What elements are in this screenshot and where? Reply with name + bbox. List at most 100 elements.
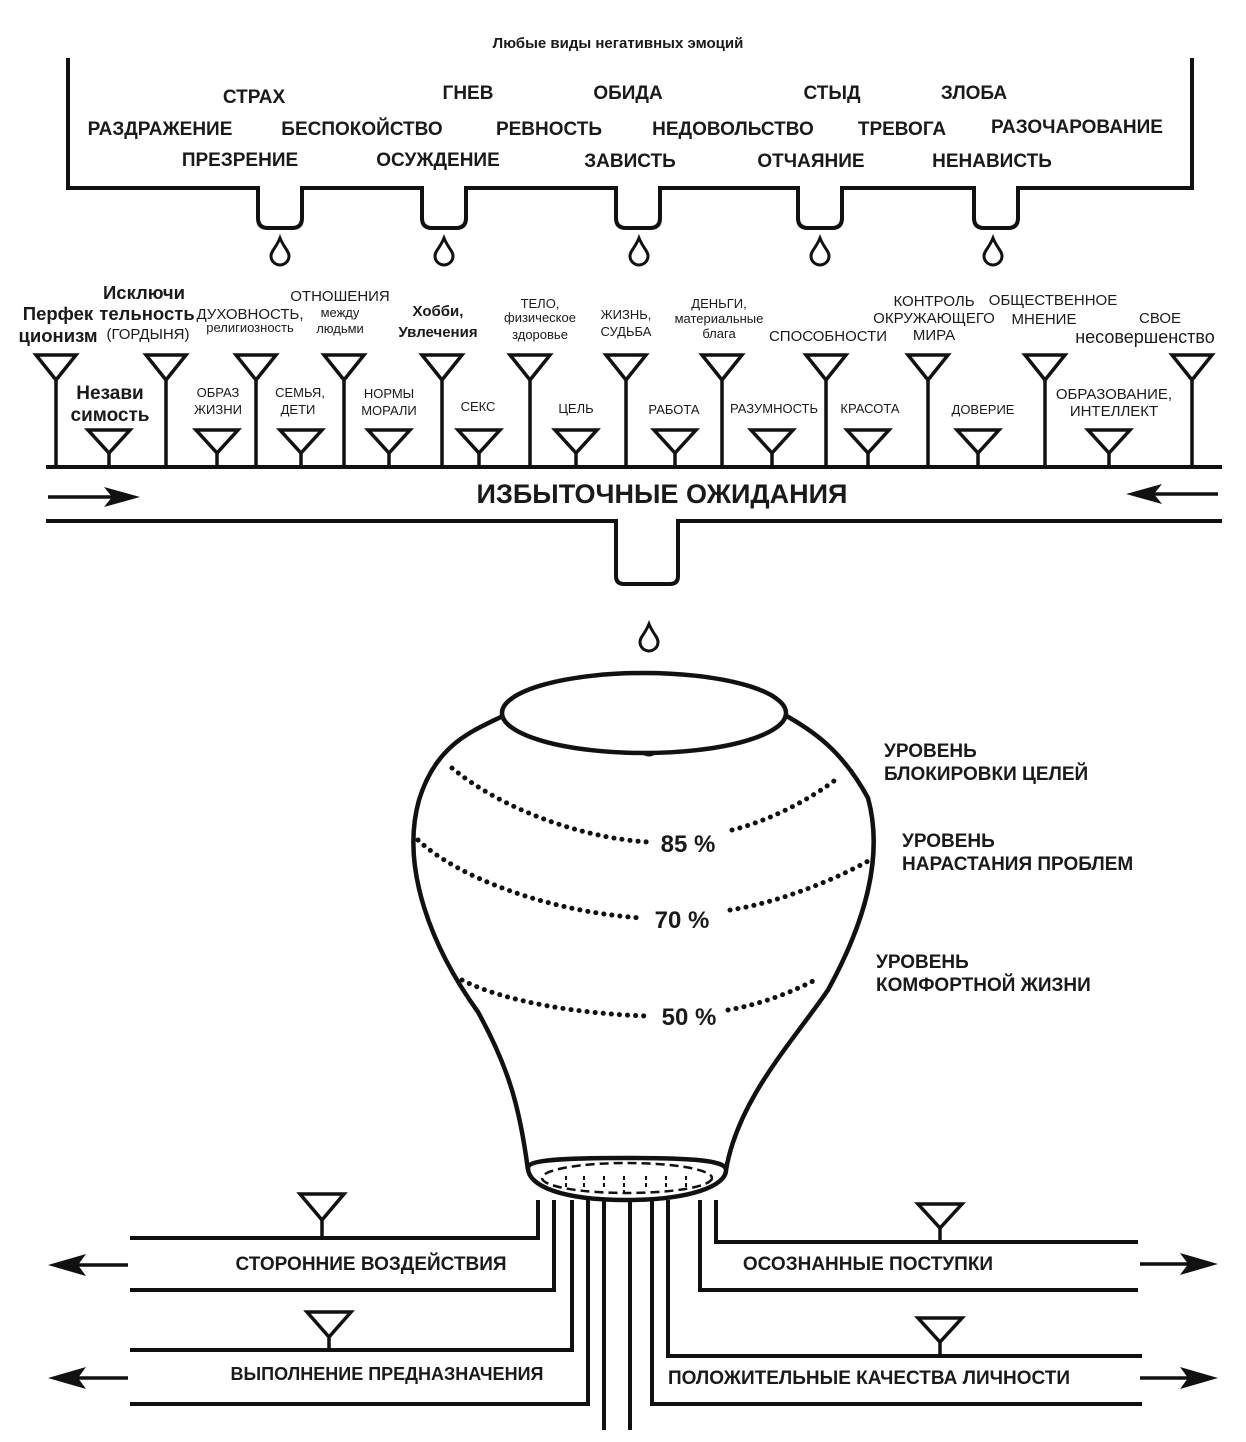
label-education-2: ИНТЕЛЛЕКТ bbox=[1070, 403, 1158, 420]
funnel-icon bbox=[84, 428, 134, 466]
drop-icon bbox=[982, 233, 1004, 267]
label-life-2: СУДЬБА bbox=[601, 324, 652, 339]
vase: 85 % 70 % 50 % bbox=[411, 670, 876, 1203]
emotion-resentment: ОБИДА bbox=[593, 83, 663, 104]
emotion-anxiety: ТРЕВОГА bbox=[858, 119, 947, 140]
upper-expectation-labels: Перфек ционизм Исключи тельность (ГОРДЫН… bbox=[18, 282, 1214, 347]
level-50-title: УРОВЕНЬ bbox=[876, 952, 969, 973]
funnel-icon bbox=[914, 1202, 966, 1242]
arrow-left-icon bbox=[48, 1367, 128, 1389]
label-body-2: физическое bbox=[504, 310, 576, 325]
diagram-title: Любые виды негативных эмоций bbox=[493, 35, 744, 52]
funnel-icon bbox=[1021, 353, 1069, 466]
label-exclusivity-2: тельность bbox=[99, 303, 194, 324]
funnel-icon bbox=[843, 428, 893, 466]
output-pipes bbox=[130, 1200, 1142, 1430]
level-line-85 bbox=[449, 765, 841, 845]
lower-funnels bbox=[84, 428, 1134, 466]
vase-rim bbox=[499, 670, 789, 756]
label-control-2: ОКРУЖАЮЩЕГО bbox=[873, 310, 995, 327]
funnel-icon bbox=[802, 353, 850, 466]
label-lifestyle-1: ОБРАЗ bbox=[197, 385, 240, 400]
emotion-worry: БЕСПОКОЙСТВО bbox=[281, 118, 442, 140]
label-spirituality-2: религиозность bbox=[206, 320, 294, 335]
output-funnels bbox=[296, 1192, 966, 1356]
level-descriptions: УРОВЕНЬ БЛОКИРОВКИ ЦЕЛЕЙ УРОВЕНЬ НАРАСТА… bbox=[876, 741, 1133, 996]
emotion-drops bbox=[269, 233, 1004, 267]
arrow-right-icon bbox=[1140, 1367, 1218, 1389]
emotion-despair: ОТЧАЯНИЕ bbox=[757, 151, 864, 172]
funnel-icon bbox=[953, 428, 1003, 466]
funnel-icon bbox=[364, 428, 414, 466]
funnel-icon bbox=[418, 353, 466, 466]
label-reasonableness: РАЗУМНОСТЬ bbox=[730, 401, 818, 416]
funnel-icon bbox=[192, 428, 242, 466]
output-positive-qualities: ПОЛОЖИТЕЛЬНЫЕ КАЧЕСТВА ЛИЧНОСТИ bbox=[668, 1368, 1070, 1389]
funnel-icon bbox=[698, 353, 746, 466]
label-lifestyle-2: ЖИЗНИ bbox=[194, 402, 242, 417]
label-education-1: ОБРАЗОВАНИЕ, bbox=[1056, 386, 1172, 403]
funnel-icon bbox=[32, 353, 80, 466]
funnel-icon bbox=[1084, 428, 1134, 466]
output-arrows bbox=[48, 1253, 1218, 1389]
level-85-percent: 85 % bbox=[661, 831, 716, 858]
label-control-1: КОНТРОЛЬ bbox=[893, 293, 974, 310]
label-beauty: КРАСОТА bbox=[840, 401, 899, 416]
emotion-disappointment: РАЗОЧАРОВАНИЕ bbox=[991, 117, 1163, 138]
level-lines bbox=[415, 765, 873, 1019]
label-body-1: ТЕЛО, bbox=[521, 296, 560, 311]
label-independence-2: симость bbox=[71, 405, 150, 426]
upper-funnels bbox=[32, 353, 1216, 466]
arrow-right-icon bbox=[1140, 1253, 1218, 1275]
funnel-icon bbox=[506, 353, 554, 466]
emotion-discontent: НЕДОВОЛЬСТВО bbox=[652, 119, 814, 140]
funnel-icon bbox=[142, 353, 190, 466]
emotion-irritation: РАЗДРАЖЕНИЕ bbox=[88, 119, 233, 140]
label-money-2: материальные bbox=[675, 311, 764, 326]
emotion-contempt: ПРЕЗРЕНИЕ bbox=[182, 150, 298, 171]
emotion-row-3: ПРЕЗРЕНИЕ ОСУЖДЕНИЕ ЗАВИСТЬ ОТЧАЯНИЕ НЕН… bbox=[182, 150, 1052, 172]
funnel-icon bbox=[303, 1310, 355, 1350]
label-morals-2: МОРАЛИ bbox=[361, 403, 417, 418]
level-70-title: УРОВЕНЬ bbox=[902, 831, 995, 852]
emotion-fear: СТРАХ bbox=[223, 87, 286, 108]
arrow-right-icon bbox=[48, 487, 140, 507]
funnel-icon bbox=[1168, 353, 1216, 466]
label-perfectionism-1: Перфек bbox=[23, 303, 94, 324]
label-imperfection-1: СВОЕ bbox=[1139, 310, 1181, 327]
level-70-percent: 70 % bbox=[655, 907, 710, 934]
funnel-icon bbox=[320, 353, 368, 466]
drop-icon bbox=[809, 233, 831, 267]
level-85-title: УРОВЕНЬ bbox=[884, 741, 977, 762]
drop-icon bbox=[638, 619, 660, 653]
pipe-label: ИЗБЫТОЧНЫЕ ОЖИДАНИЯ bbox=[477, 479, 848, 509]
label-family-1: СЕМЬЯ, bbox=[275, 385, 325, 400]
label-public-opinion-1: ОБЩЕСТВЕННОЕ bbox=[989, 292, 1117, 309]
label-life-1: ЖИЗНЬ, bbox=[601, 307, 652, 322]
drop-icon bbox=[628, 233, 650, 267]
label-sex: СЕКС bbox=[461, 399, 496, 414]
label-relations-2: между bbox=[321, 305, 360, 320]
label-trust: ДОВЕРИЕ bbox=[952, 402, 1015, 417]
funnel-icon bbox=[232, 353, 280, 466]
funnel-icon bbox=[904, 353, 952, 466]
output-purpose-fulfillment: ВЫПОЛНЕНИЕ ПРЕДНАЗНАЧЕНИЯ bbox=[231, 1364, 544, 1384]
label-relations-1: ОТНОШЕНИЯ bbox=[290, 288, 390, 305]
vase-bottom bbox=[525, 1155, 729, 1203]
arrow-left-icon bbox=[1126, 484, 1218, 504]
emotion-envy: ЗАВИСТЬ bbox=[584, 151, 676, 172]
vase-body bbox=[411, 712, 876, 1171]
emotion-container bbox=[66, 58, 1194, 230]
emotion-row-2: РАЗДРАЖЕНИЕ БЕСПОКОЙСТВО РЕВНОСТЬ НЕДОВО… bbox=[88, 117, 1163, 140]
drop-icon bbox=[433, 233, 455, 267]
label-goal: ЦЕЛЬ bbox=[558, 401, 593, 416]
level-85-desc: БЛОКИРОВКИ ЦЕЛЕЙ bbox=[884, 763, 1088, 785]
output-conscious-actions: ОСОЗНАННЫЕ ПОСТУПКИ bbox=[743, 1254, 993, 1275]
label-abilities: СПОСОБНОСТИ bbox=[769, 328, 887, 345]
expectations-pipe: ИЗБЫТОЧНЫЕ ОЖИДАНИЯ bbox=[46, 465, 1222, 586]
level-50-percent: 50 % bbox=[662, 1004, 717, 1031]
label-work: РАБОТА bbox=[648, 402, 699, 417]
emotion-hatred: НЕНАВИСТЬ bbox=[932, 151, 1052, 172]
emotion-shame: СТЫД bbox=[804, 83, 861, 104]
